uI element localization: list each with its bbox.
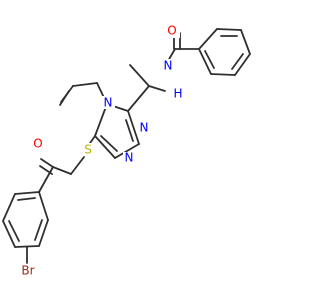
bond-benzene-inner-2: [231, 53, 244, 70]
bond-triazole-5: [127, 110, 140, 145]
bond-benzene-5: [210, 73, 236, 76]
bond-allyl-double: [59, 90, 70, 106]
bromine-label: Br: [21, 264, 34, 278]
sulfur-label: S: [84, 143, 92, 157]
bond-benzene-1: [198, 28, 218, 50]
bond-bromobenzene-2: [38, 219, 49, 247]
ketone-oxygen-label: O: [33, 137, 42, 151]
bond-ch-to-methyl: [129, 64, 150, 87]
bond-triazole-4: [114, 143, 140, 159]
bond-ketone-oxygen-1: [40, 158, 54, 168]
amide-nitrogen-label: N: [164, 59, 173, 73]
bond-benzene-2: [216, 28, 242, 31]
bond-triazole-inner-1: [125, 119, 134, 142]
bond-benzene-inner-3: [204, 50, 215, 69]
molecule-diagram: O N H N N N S O Br: [2, 24, 251, 278]
triazole-nitrogen-2-label: N: [125, 151, 134, 165]
bond-triazole-2: [94, 103, 108, 137]
bond-bromobenzene-inner-1: [34, 219, 43, 241]
bond-bromobenzene-4: [2, 220, 16, 248]
bond-carbonyl-to-aryl: [38, 166, 54, 193]
bond-layer: [2, 28, 251, 264]
bond-benzene-3: [240, 29, 251, 55]
bond-benzene-4: [234, 53, 251, 76]
bond-triazole-3: [94, 135, 116, 159]
amide-hydrogen-label: H: [173, 87, 182, 101]
bond-bromobenzene-5: [2, 193, 16, 222]
bond-bromobenzene-inner-2: [8, 220, 20, 242]
triazole-nitrogen-1-label: N: [140, 121, 149, 135]
bond-ch-to-ring: [127, 85, 150, 112]
amide-oxygen-label: O: [167, 24, 176, 38]
bond-bromobenzene-6: [14, 191, 40, 195]
atom-label-layer: O N H N N N S O Br: [15, 24, 183, 278]
bond-bromobenzene-1: [38, 191, 49, 221]
bond-triazole-inner-2: [100, 135, 118, 152]
bond-allyl-2: [72, 82, 98, 87]
bond-ch2-to-carbonyl: [52, 166, 72, 175]
bond-bromobenzene-inner-3: [17, 197, 36, 201]
triazole-nitrogen-4-label: N: [104, 96, 113, 110]
bond-benzene-6: [198, 48, 212, 75]
bond-nitrogen-to-ch: [148, 85, 166, 92]
bond-sulfur-to-ch2: [70, 156, 85, 175]
